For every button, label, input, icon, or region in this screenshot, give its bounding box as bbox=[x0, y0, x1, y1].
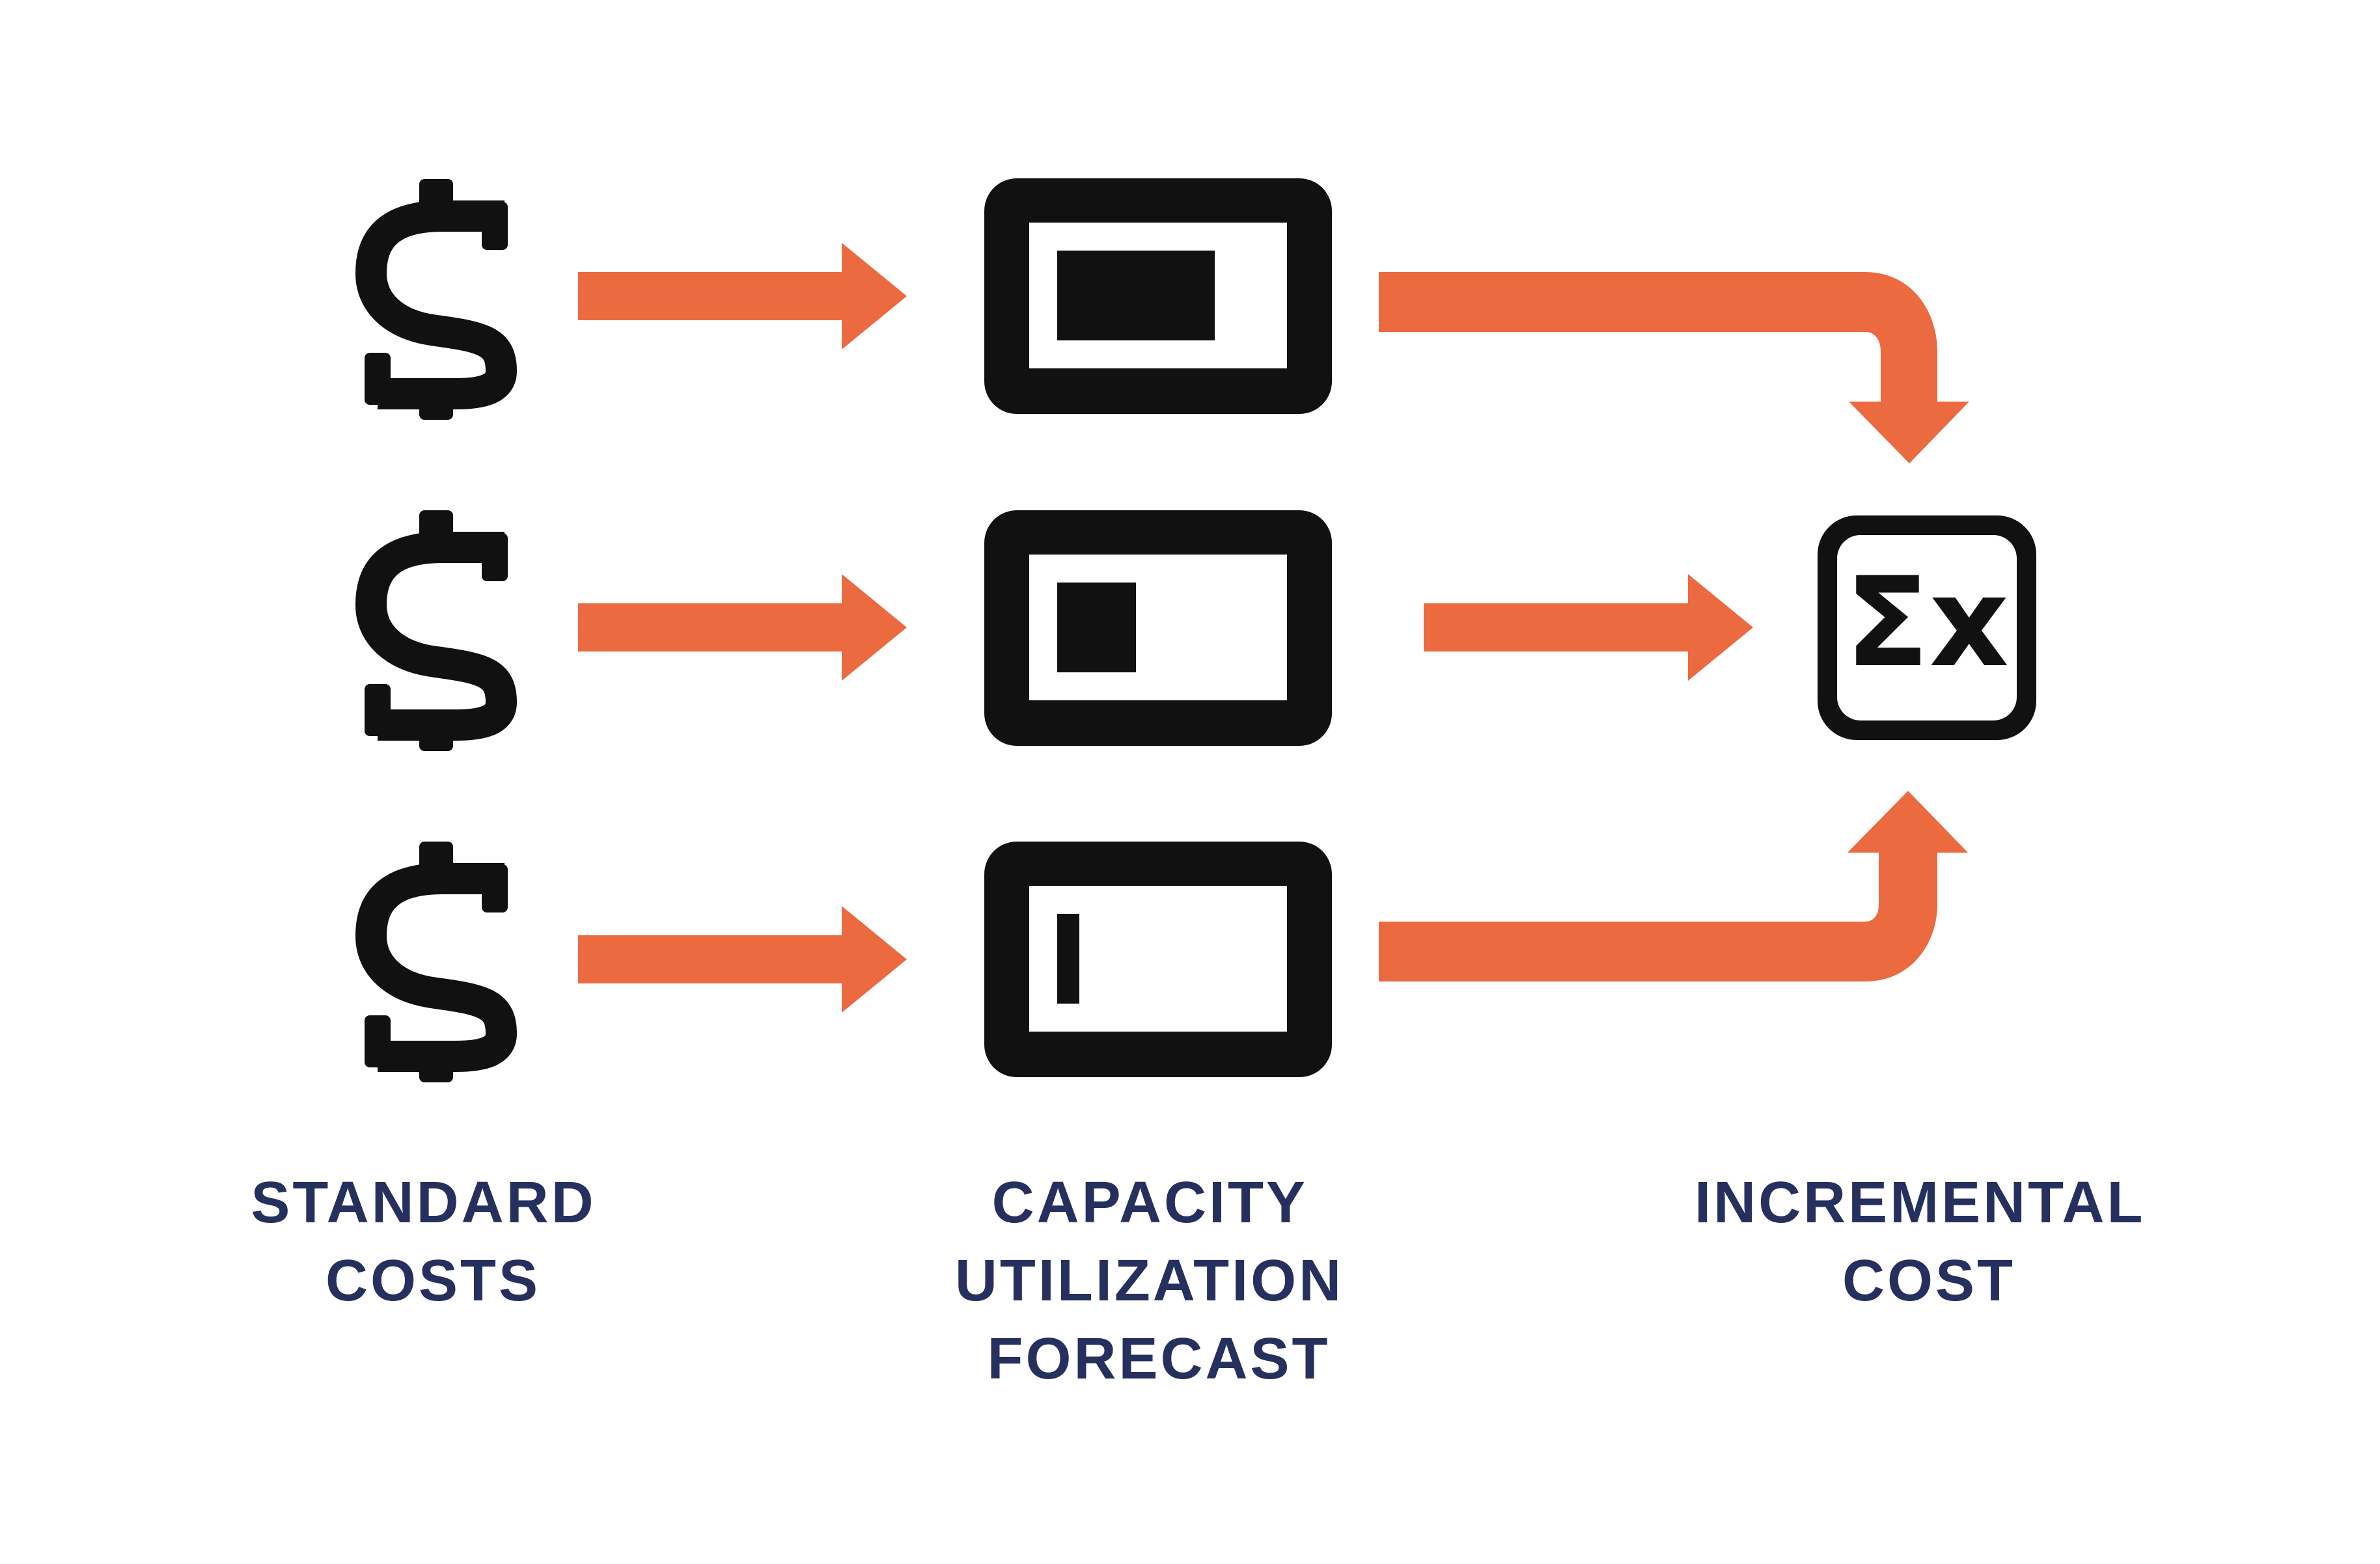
sigma-x-icon: Σx bbox=[1818, 515, 2036, 740]
label-incremental-cost: INCREMENTAL COST bbox=[1695, 1170, 2163, 1313]
label-capacity-line-3: FORECAST bbox=[988, 1326, 1331, 1392]
sigma-x-text: Σx bbox=[1845, 551, 2009, 694]
arrow-right-row-3 bbox=[578, 906, 907, 1013]
dollar-sign-icon-row-2 bbox=[355, 510, 518, 751]
gauge-fill-level-row-3 bbox=[1057, 914, 1079, 1004]
label-incremental-cost-line-1: INCREMENTAL bbox=[1695, 1170, 2144, 1235]
label-standard-costs-line-2: COSTS bbox=[325, 1248, 540, 1313]
arrow-right-row-2 bbox=[578, 574, 907, 681]
label-capacity-utilization-forecast: CAPACITY UTILIZATION FORECAST bbox=[955, 1170, 1363, 1392]
dollar-sign-icon-row-3 bbox=[355, 842, 518, 1082]
label-standard-costs-line-1: STANDARD bbox=[251, 1170, 596, 1235]
arrow-bent-down-row-1 bbox=[1379, 272, 1969, 463]
label-capacity-line-1: CAPACITY bbox=[992, 1170, 1307, 1235]
battery-gauge-icon-row-1 bbox=[984, 178, 1332, 414]
gauge-fill-level-row-2 bbox=[1057, 583, 1136, 672]
label-capacity-line-2: UTILIZATION bbox=[955, 1248, 1344, 1313]
label-standard-costs: STANDARD COSTS bbox=[251, 1170, 615, 1313]
arrow-right-row-1 bbox=[578, 243, 907, 350]
gauge-fill-level-row-1 bbox=[1057, 251, 1215, 340]
battery-gauge-icon-row-2 bbox=[984, 510, 1332, 746]
arrow-bent-up-row-3 bbox=[1379, 791, 1968, 981]
label-incremental-cost-line-2: COST bbox=[1842, 1248, 2015, 1313]
dollar-sign-icon-row-1 bbox=[355, 179, 518, 420]
arrow-right-row-2-to-sum bbox=[1424, 574, 1753, 681]
battery-gauge-icon-row-3 bbox=[984, 842, 1332, 1077]
